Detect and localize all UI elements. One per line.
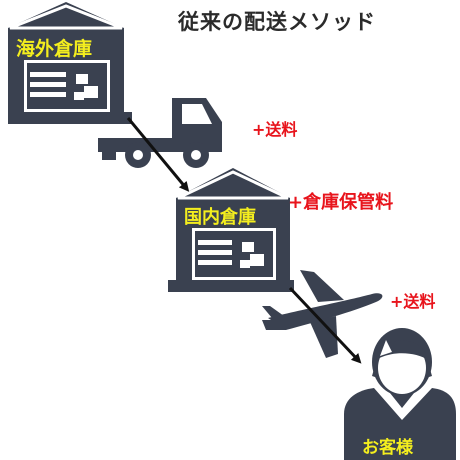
arrow-icon xyxy=(288,286,362,364)
overseas-warehouse-label: 海外倉庫 xyxy=(16,38,93,60)
page-title: 従来の配送メソッド xyxy=(178,10,376,34)
customer-icon xyxy=(344,328,456,460)
storage-fee-label: +倉庫保管料 xyxy=(288,192,394,213)
domestic-warehouse-label: 国内倉庫 xyxy=(184,207,256,228)
arrow-icon xyxy=(126,117,190,192)
truck-icon xyxy=(98,98,222,168)
shipping-fee-label: +送料 xyxy=(252,120,298,139)
airplane-icon xyxy=(262,270,383,358)
domestic-warehouse-icon xyxy=(168,168,294,292)
customer-label: お客様 xyxy=(362,438,413,458)
overseas-warehouse-icon xyxy=(8,2,132,124)
shipping-fee-label: +送料 xyxy=(390,292,436,311)
